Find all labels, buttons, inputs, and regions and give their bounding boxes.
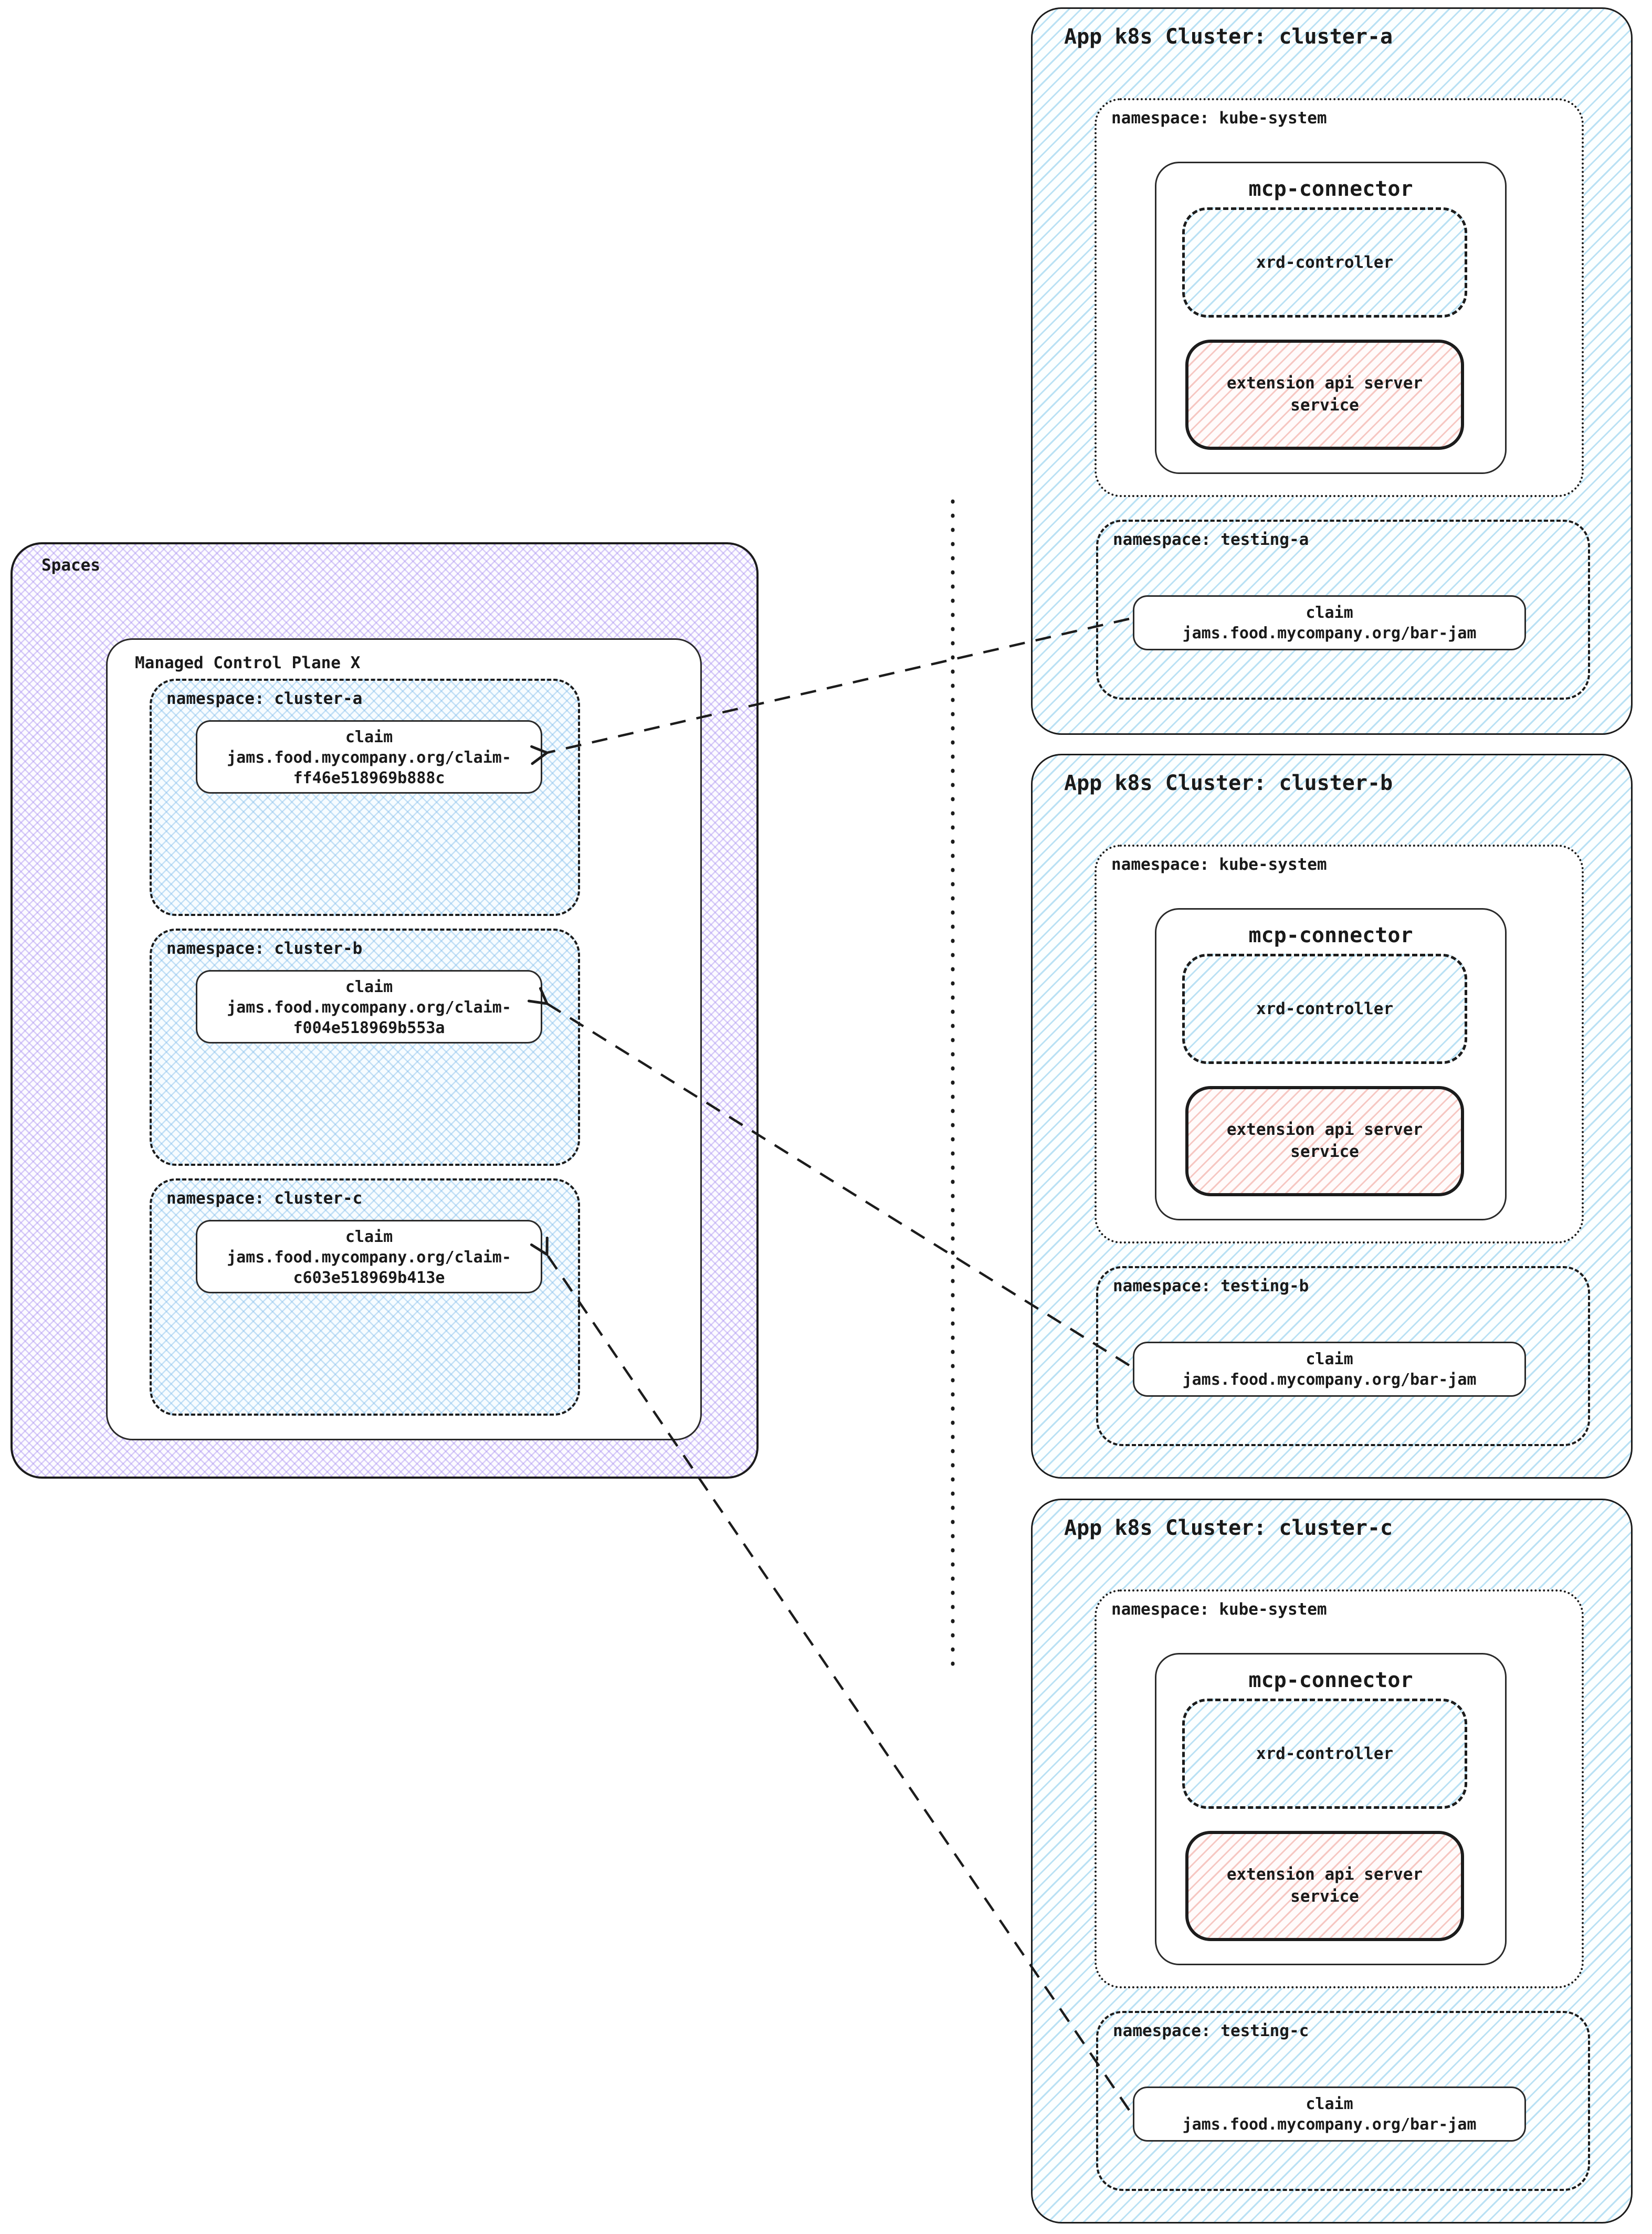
cluster-title: App k8s Cluster: cluster-b <box>1064 771 1393 795</box>
claim-name-line1: jams.food.mycompany.org/claim- <box>227 1248 511 1267</box>
claim-box-cluster-b: claim jams.food.mycompany.org/claim- f00… <box>196 970 542 1044</box>
cluster-title: App k8s Cluster: cluster-a <box>1064 25 1393 49</box>
claim-name: jams.food.mycompany.org/bar-jam <box>1182 624 1477 642</box>
managed-control-plane-title: Managed Control Plane X <box>135 654 361 672</box>
kube-system-namespace-box: namespace: kube-system mcp-connector xrd… <box>1095 845 1584 1244</box>
namespace-box-cluster-a: namespace: cluster-a claim jams.food.myc… <box>150 679 580 916</box>
xrd-controller-box: xrd-controller <box>1182 207 1467 318</box>
claim-name-line2: f004e518969b553a <box>293 1019 445 1037</box>
claim-name-line1: jams.food.mycompany.org/claim- <box>227 749 511 767</box>
claim-title: claim <box>345 1228 393 1246</box>
xrd-controller-box: xrd-controller <box>1182 1699 1467 1809</box>
namespace-label: namespace: testing-c <box>1113 2021 1309 2040</box>
namespace-label: namespace: kube-system <box>1111 109 1327 128</box>
namespace-box-cluster-c: namespace: cluster-c claim jams.food.myc… <box>150 1178 580 1416</box>
testing-namespace-box: namespace: testing-b claim jams.food.myc… <box>1096 1266 1590 1446</box>
claim-box-cluster-c: claim jams.food.mycompany.org/claim- c60… <box>196 1220 542 1293</box>
claim-title: claim <box>1306 604 1353 622</box>
mcp-connector-title: mcp-connector <box>1248 923 1413 947</box>
claim-name: jams.food.mycompany.org/bar-jam <box>1182 2115 1477 2134</box>
testing-namespace-box: namespace: testing-c claim jams.food.myc… <box>1096 2011 1590 2191</box>
claim-title: claim <box>345 728 393 746</box>
claim-name-line1: jams.food.mycompany.org/claim- <box>227 998 511 1017</box>
claim-box-bar-jam: claim jams.food.mycompany.org/bar-jam <box>1133 2087 1526 2142</box>
mcp-connector-box: mcp-connector xrd-controller extension a… <box>1155 1653 1507 1965</box>
cluster-b-box: App k8s Cluster: cluster-b namespace: ku… <box>1031 754 1633 1479</box>
namespace-label: namespace: testing-a <box>1113 530 1309 549</box>
namespace-label: namespace: cluster-c <box>166 1189 363 1208</box>
claim-name: jams.food.mycompany.org/bar-jam <box>1182 1371 1477 1389</box>
namespace-box-cluster-b: namespace: cluster-b claim jams.food.myc… <box>150 929 580 1166</box>
extension-api-server-service-box: extension api server service <box>1185 1086 1464 1196</box>
cluster-c-box: App k8s Cluster: cluster-c namespace: ku… <box>1031 1499 1633 2224</box>
spaces-label: Spaces <box>41 556 100 575</box>
claim-title: claim <box>345 978 393 996</box>
claim-name-line2: c603e518969b413e <box>293 1269 445 1287</box>
mcp-connector-box: mcp-connector xrd-controller extension a… <box>1155 162 1507 474</box>
namespace-label: namespace: kube-system <box>1111 855 1327 874</box>
extension-api-server-service-box: extension api server service <box>1185 340 1464 450</box>
mcp-connector-title: mcp-connector <box>1248 177 1413 201</box>
namespace-label: namespace: cluster-b <box>166 939 363 958</box>
cluster-title: App k8s Cluster: cluster-c <box>1064 1516 1393 1540</box>
extension-api-server-service-box: extension api server service <box>1185 1831 1464 1941</box>
mcp-connector-box: mcp-connector xrd-controller extension a… <box>1155 908 1507 1220</box>
kube-system-namespace-box: namespace: kube-system mcp-connector xrd… <box>1095 98 1584 497</box>
claim-box-bar-jam: claim jams.food.mycompany.org/bar-jam <box>1133 1342 1526 1397</box>
mcp-connector-title: mcp-connector <box>1248 1668 1413 1692</box>
claim-box-bar-jam: claim jams.food.mycompany.org/bar-jam <box>1133 595 1526 650</box>
namespace-label: namespace: cluster-a <box>166 689 363 708</box>
xrd-controller-box: xrd-controller <box>1182 954 1467 1064</box>
claim-title: claim <box>1306 2095 1353 2113</box>
claim-title: claim <box>1306 1350 1353 1368</box>
claim-name-line2: ff46e518969b888c <box>293 769 445 787</box>
managed-control-plane-box: Managed Control Plane X namespace: clust… <box>106 638 702 1440</box>
spaces-box: Spaces Managed Control Plane X namespace… <box>10 542 759 1479</box>
kube-system-namespace-box: namespace: kube-system mcp-connector xrd… <box>1095 1589 1584 1988</box>
namespace-label: namespace: testing-b <box>1113 1277 1309 1295</box>
testing-namespace-box: namespace: testing-a claim jams.food.myc… <box>1096 520 1590 700</box>
cluster-a-box: App k8s Cluster: cluster-a namespace: ku… <box>1031 7 1633 735</box>
claim-box-cluster-a: claim jams.food.mycompany.org/claim- ff4… <box>196 720 542 794</box>
namespace-label: namespace: kube-system <box>1111 1600 1327 1619</box>
